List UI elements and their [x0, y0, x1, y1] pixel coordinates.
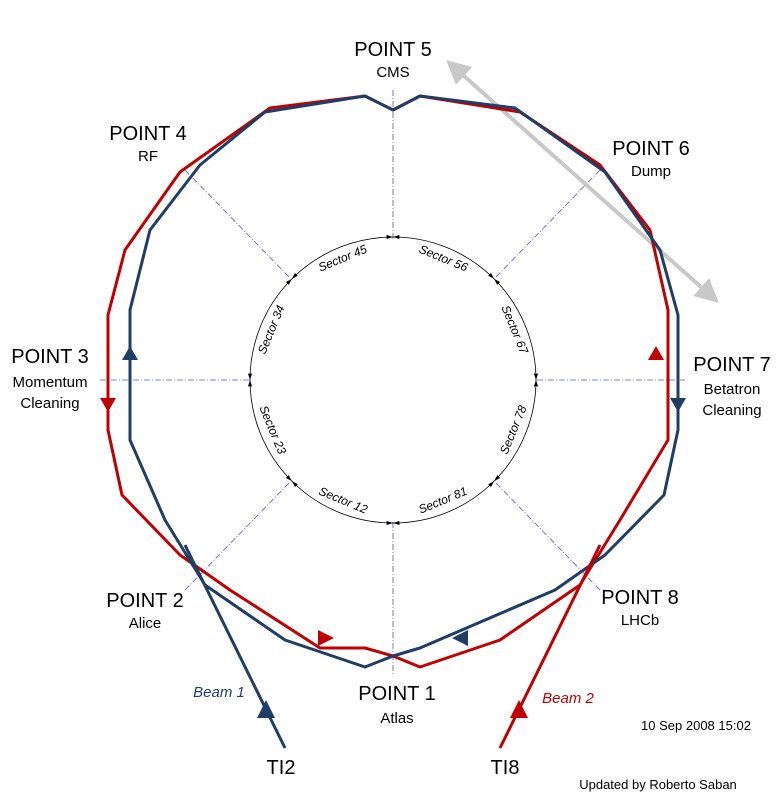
sector-labels: Sector 12 Sector 23 Sector 34 Sector 45 Sect… — [255, 242, 532, 517]
point-1-name: POINT 1 — [358, 683, 435, 705]
beam-2-arrow-right — [648, 346, 664, 360]
beam-dump-line — [446, 60, 719, 303]
point-3-name: POINT 3 — [11, 346, 88, 368]
point-6-name: POINT 6 — [612, 138, 689, 160]
sector-56-label: Sector 56 — [417, 242, 470, 275]
point-2-name: POINT 2 — [106, 590, 183, 612]
beam-2-ring — [106, 94, 670, 669]
point-5-name: POINT 5 — [354, 39, 431, 61]
point-5-label: POINT 5 CMS — [354, 39, 431, 81]
point-7-description-line-2: Cleaning — [702, 402, 761, 419]
sector-boundary-tick — [488, 475, 501, 488]
beam-1-arrow-right — [670, 398, 686, 412]
point-8-description: LHCb — [621, 612, 659, 629]
beam-2-arrow-left — [100, 398, 116, 412]
point-7-label: POINT 7 Betatron Cleaning — [693, 354, 770, 419]
sector-boundary-tick — [285, 272, 298, 285]
point-1-description: Atlas — [380, 710, 413, 727]
radial-guide-lines — [100, 90, 685, 675]
beam-direction-arrows — [100, 346, 686, 718]
beam-1-arrow-injection — [257, 700, 275, 718]
point-7-description-line-1: Betatron — [704, 381, 761, 398]
guide-line-point-6 — [494, 169, 601, 279]
point-2-label: POINT 2 Alice — [106, 590, 183, 632]
sector-boundary-tick — [386, 521, 400, 525]
timestamp: 10 Sep 2008 15:02 — [641, 718, 751, 733]
beam-1-label: Beam 1 — [193, 684, 245, 701]
sector-81-label: Sector 81 — [416, 484, 469, 517]
sector-34-label: Sector 34 — [255, 303, 288, 356]
point-2-description: Alice — [129, 615, 162, 632]
credit-line: Updated by Roberto Saban — [579, 777, 737, 792]
sector-boundary-tick — [285, 475, 298, 488]
point-4-name: POINT 4 — [109, 123, 186, 145]
ti8-label: TI8 — [491, 757, 520, 779]
point-6-label: POINT 6 Dump — [612, 138, 689, 180]
guide-line-point-4 — [184, 169, 291, 279]
sector-boundary-tick — [248, 373, 252, 387]
sector-23-label: Sector 23 — [256, 403, 289, 456]
sector-circle — [249, 236, 537, 524]
point-1-label: POINT 1 Atlas — [358, 683, 435, 727]
sector-boundary-tick — [534, 373, 538, 387]
sector-boundary-ticks — [248, 235, 538, 525]
point-6-description: Dump — [631, 163, 671, 180]
point-4-description: RF — [138, 148, 158, 165]
beam-2-arrow-injection — [510, 700, 528, 718]
point-5-description: CMS — [376, 64, 409, 81]
point-3-label: POINT 3 Momentum Cleaning — [11, 346, 88, 412]
sector-boundary-tick — [386, 235, 400, 239]
sector-12-label: Sector 12 — [317, 484, 370, 517]
point-3-description-line-1: Momentum — [12, 374, 87, 391]
sector-45-label: Sector 45 — [316, 242, 369, 275]
beam-1-ring — [128, 94, 680, 669]
beam-2-arrow-bottom — [318, 630, 334, 646]
point-8-label: POINT 8 LHCb — [601, 587, 678, 629]
ti2-label: TI2 — [267, 757, 296, 779]
point-8-name: POINT 8 — [601, 587, 678, 609]
beam-2-label: Beam 2 — [542, 690, 594, 707]
point-7-name: POINT 7 — [693, 354, 770, 376]
beam-1-arrow-left — [122, 346, 138, 360]
point-3-description-line-2: Cleaning — [20, 395, 79, 412]
sector-78-label: Sector 78 — [497, 403, 530, 456]
point-4-label: POINT 4 RF — [109, 123, 186, 165]
beam-1-arrow-bottom — [452, 630, 468, 646]
